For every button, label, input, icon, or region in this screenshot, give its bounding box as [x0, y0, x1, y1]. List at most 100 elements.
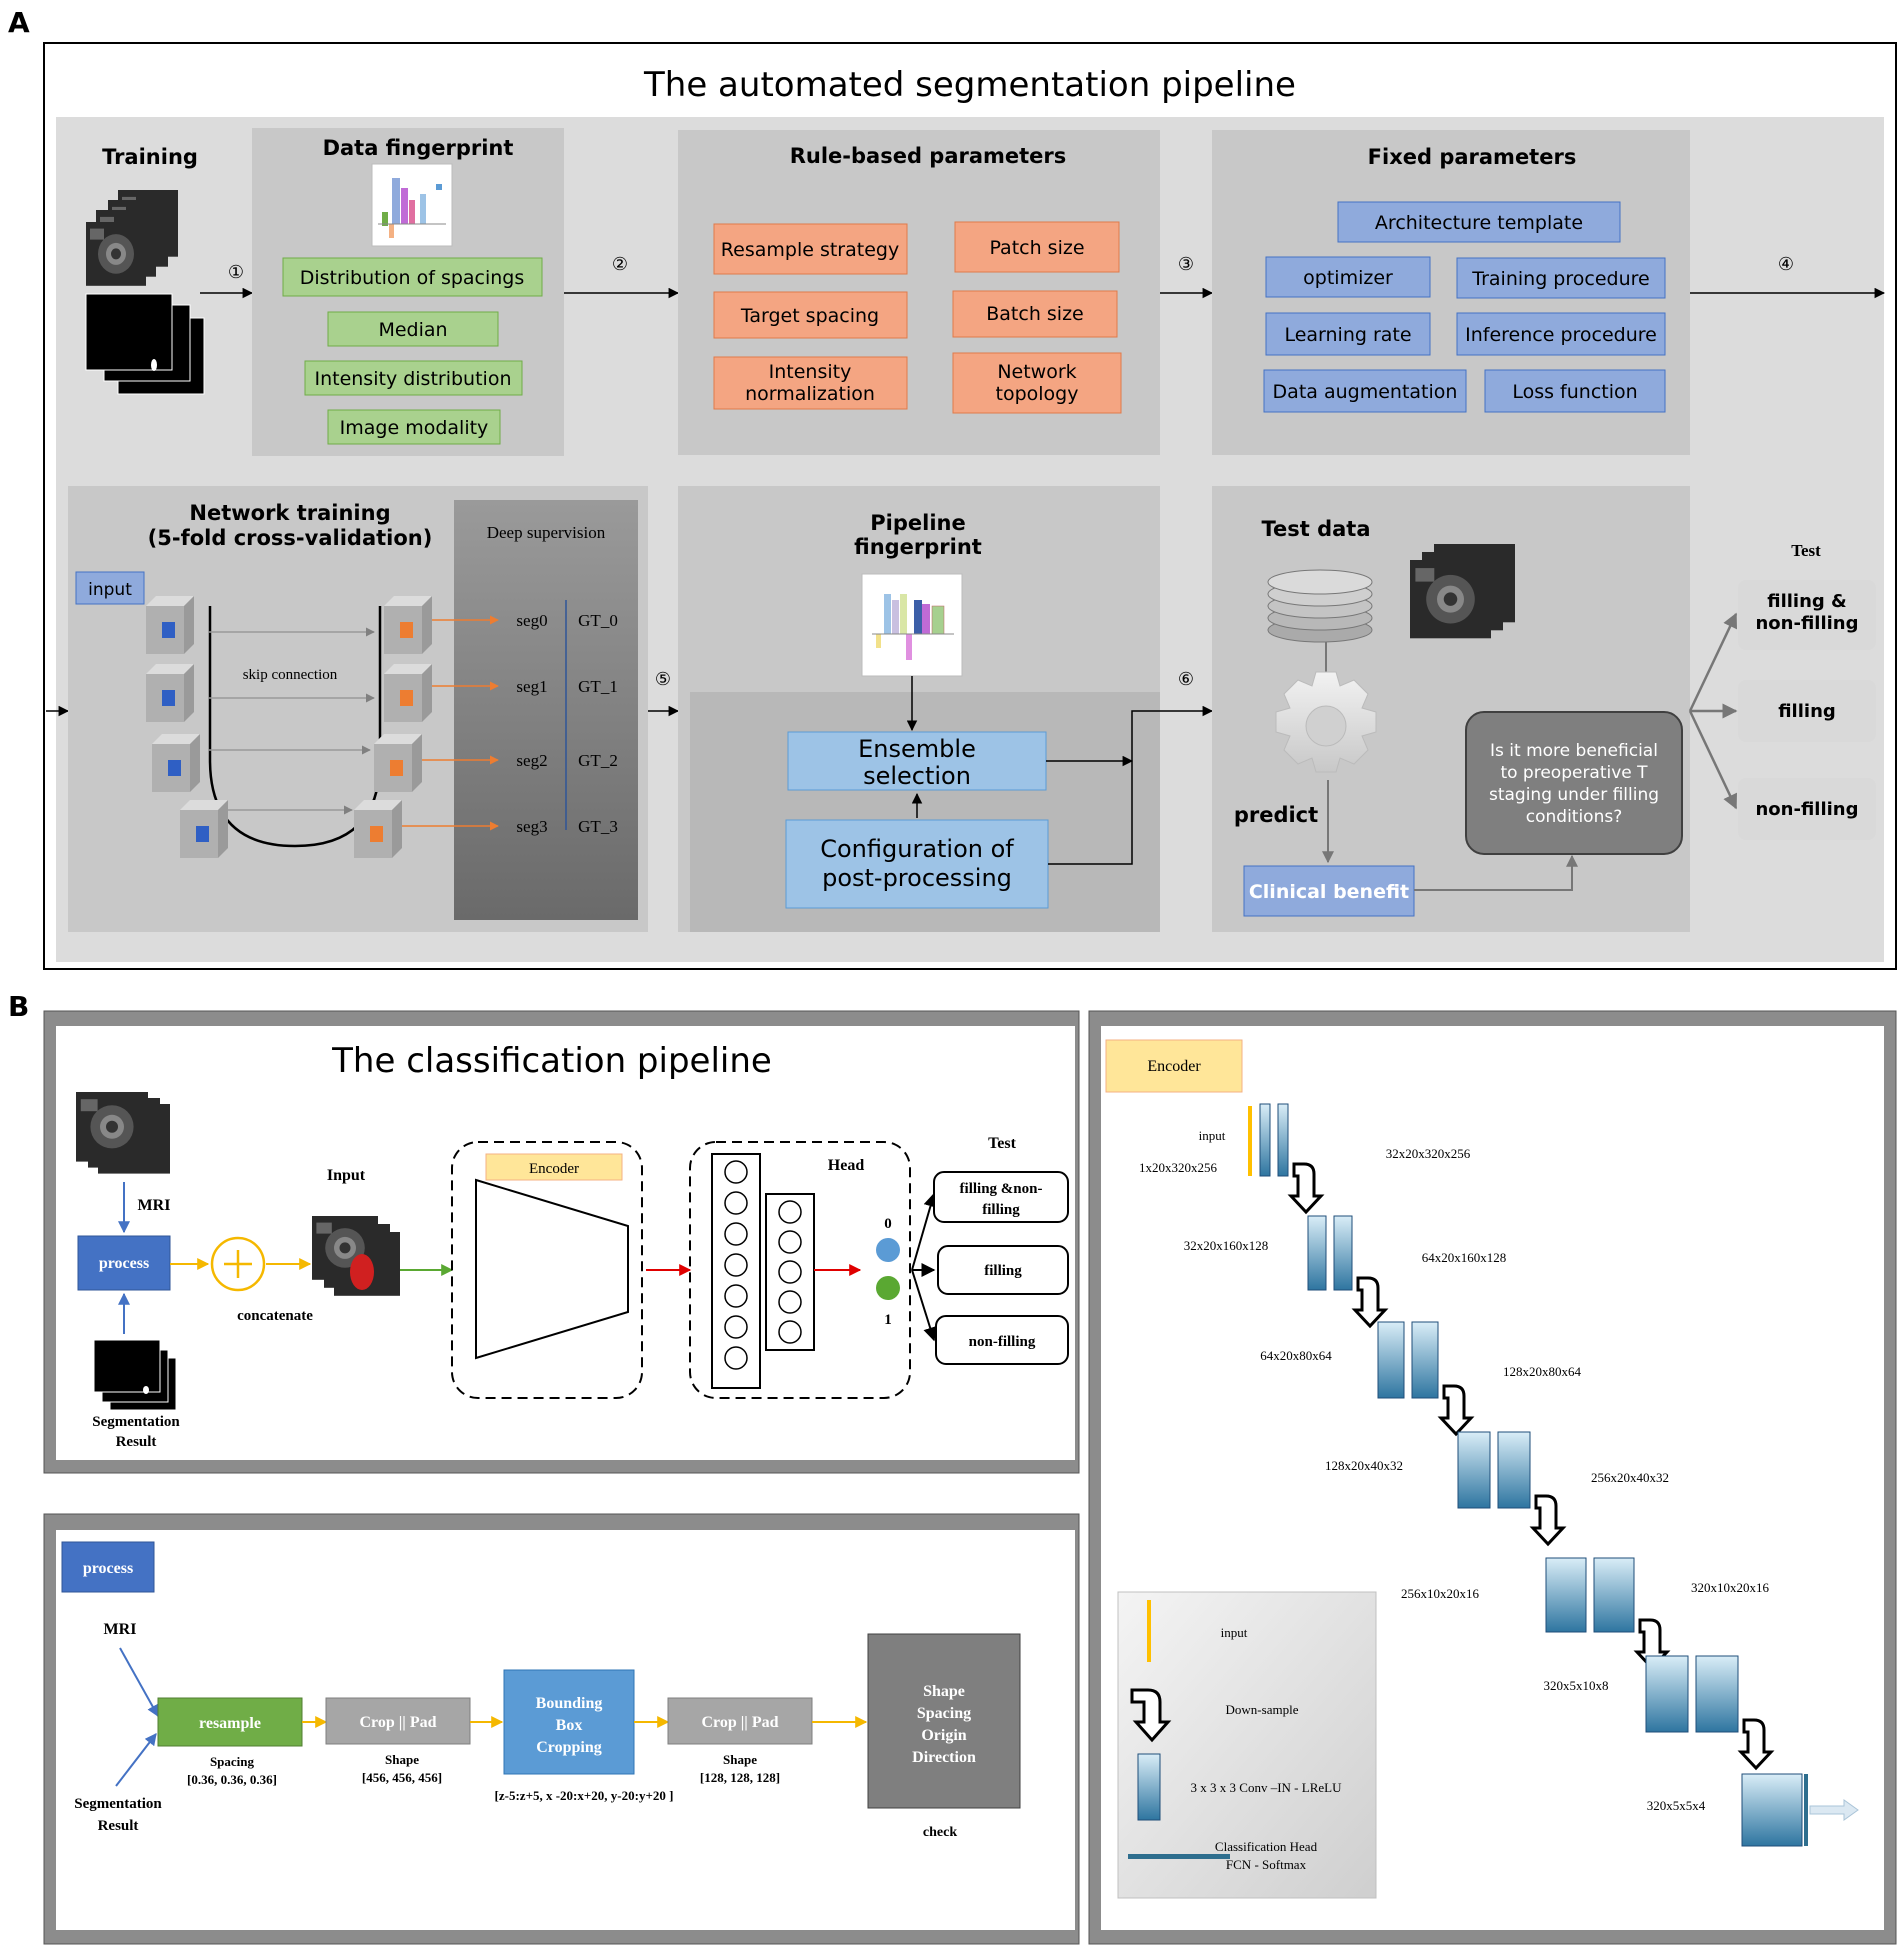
shape2-value: [128, 128, 128]	[700, 1770, 780, 1785]
encoder-dims: 1x20x320x256 32x20x320x256 32x20x160x128…	[1139, 1146, 1770, 1813]
param-intensity-normalization: Intensity normalization	[713, 356, 908, 410]
conv-block-0-1	[1277, 1103, 1289, 1177]
conv-block-5-0	[1645, 1655, 1689, 1733]
network-training-title-2: (5-fold cross-validation)	[148, 526, 433, 550]
encoder-title-tag: Encoder	[1105, 1039, 1243, 1093]
crop-pad-box-2: Crop || Pad	[667, 1697, 813, 1745]
dim-label-3: 64x20x160x128	[1422, 1250, 1507, 1265]
test-output-branches	[1688, 612, 1738, 810]
network-input-tag: input	[75, 571, 145, 605]
deep-supervision-panel	[454, 500, 638, 920]
dim-label-9: 320x10x20x16	[1691, 1580, 1770, 1595]
classification-input-label: Input	[327, 1167, 366, 1184]
conv-block-3-0	[1457, 1431, 1491, 1509]
svg-text:Clinical benefit: Clinical benefit	[1249, 881, 1409, 903]
svg-text:Direction: Direction	[912, 1749, 976, 1766]
fixed-optimizer: optimizer	[1265, 256, 1431, 298]
fingerprint-item-distribution: Distribution of spacings	[282, 257, 543, 297]
unet-u-curve	[208, 606, 382, 848]
svg-text:Configuration of: Configuration of	[820, 835, 1014, 863]
svg-text:staging under filling: staging under filling	[1489, 785, 1659, 805]
gt-label-1: GT_1	[578, 677, 618, 696]
fixed-learning-rate: Learning rate	[1265, 312, 1431, 356]
step6-label: ⑥	[1178, 669, 1194, 690]
fixed-training-procedure: Training procedure	[1456, 257, 1666, 299]
head-label: Head	[828, 1157, 865, 1174]
svg-text:filling: filling	[984, 1263, 1022, 1279]
test-mri-stack	[1410, 544, 1515, 639]
classification-output-branches	[911, 1192, 938, 1342]
step5-label: ⑤	[655, 669, 671, 690]
process-seg-label-2: Result	[98, 1818, 139, 1834]
input-image-stack	[312, 1216, 400, 1296]
crop-pad-box-1: Crop || Pad	[325, 1697, 471, 1745]
seg-label-1: seg1	[516, 677, 547, 696]
fixed-architecture-template: Architecture template	[1337, 201, 1621, 243]
fixed-loss-function: Loss function	[1484, 369, 1666, 413]
svg-text:Data augmentation: Data augmentation	[1273, 381, 1458, 403]
svg-text:process: process	[99, 1255, 149, 1272]
param-network-topology: Network topology	[952, 352, 1122, 414]
conv-block-1-1	[1333, 1215, 1353, 1291]
head-frame	[689, 1141, 911, 1399]
process-seg-arrow	[115, 1733, 157, 1787]
test-output-nonfilling: non-filling	[1738, 778, 1876, 840]
step2-label: ②	[612, 254, 628, 275]
svg-text:Learning rate: Learning rate	[1284, 324, 1411, 346]
svg-text:Network: Network	[997, 361, 1076, 383]
seg-arrows	[402, 615, 499, 831]
legend-conv-label: 3 x 3 x 3 Conv –IN - LReLU	[1191, 1780, 1343, 1795]
step3-label: ③	[1178, 254, 1194, 275]
final-conv-block	[1741, 1773, 1803, 1847]
line-config-out	[1048, 705, 1214, 865]
encoder-trapezoid	[475, 1178, 629, 1360]
bbox-range: [z-5:z+5, x -20:x+20, y-20:y+20 ]	[495, 1788, 674, 1803]
process-mri-arrow	[119, 1647, 159, 1718]
training-label: Training	[102, 145, 198, 169]
database-icon	[1267, 569, 1373, 643]
dim-label-7: 256x20x40x32	[1591, 1470, 1669, 1485]
svg-text:Image modality: Image modality	[340, 417, 489, 439]
test-output-filling: filling	[1738, 680, 1876, 742]
spacing-label: Spacing	[210, 1754, 255, 1769]
gear-icon	[1275, 671, 1377, 773]
svg-text:non-filling: non-filling	[1755, 799, 1858, 820]
fingerprint-item-intensity: Intensity distribution	[304, 360, 523, 396]
test-output-filling-nonfilling: filling & non-filling	[1738, 580, 1876, 650]
conv-block-4-1	[1593, 1557, 1635, 1633]
fingerprint-item-median: Median	[327, 311, 499, 347]
classification-encoder-frame	[451, 1141, 643, 1399]
fixed-inference-procedure: Inference procedure	[1456, 312, 1666, 356]
encoder-legend	[1117, 1591, 1377, 1899]
param-batch-size: Batch size	[952, 290, 1118, 338]
svg-text:Distribution of spacings: Distribution of spacings	[300, 267, 525, 289]
svg-text:Crop || Pad: Crop || Pad	[702, 1714, 779, 1731]
fixed-data-augmentation: Data augmentation	[1263, 369, 1467, 413]
predict-label: predict	[1234, 803, 1318, 827]
legend-input-bar	[1147, 1600, 1151, 1662]
classification-head-bar	[1804, 1774, 1808, 1846]
histogram-icon	[371, 163, 453, 247]
param-patch-size: Patch size	[954, 221, 1120, 273]
classification-title: The classification pipeline	[331, 1041, 772, 1081]
classification-seg-label-2: Result	[116, 1434, 157, 1450]
svg-text:input: input	[88, 580, 132, 600]
classification-mri-label: MRI	[138, 1197, 171, 1214]
panel-label-b: B	[8, 990, 29, 1023]
step1-label: ①	[228, 262, 244, 283]
svg-text:filling &: filling &	[1767, 591, 1847, 612]
dim-label-0: 1x20x320x256	[1139, 1160, 1218, 1175]
seg-label-0: seg0	[516, 611, 547, 630]
svg-text:normalization: normalization	[745, 383, 875, 405]
class-1-node	[876, 1276, 900, 1300]
svg-text:Architecture template: Architecture template	[1375, 212, 1583, 234]
svg-text:Is it more beneficial: Is it more beneficial	[1490, 741, 1658, 761]
test-label: Test	[1791, 541, 1821, 560]
dim-label-1: 32x20x320x256	[1386, 1146, 1471, 1161]
fixed-parameters-title: Fixed parameters	[1368, 145, 1577, 169]
bounding-box-cropping: Bounding Box Cropping	[503, 1669, 635, 1775]
process-mri-label: MRI	[104, 1621, 137, 1638]
classification-seg-label-1: Segmentation	[92, 1414, 180, 1430]
concatenate-icon	[210, 1236, 266, 1292]
svg-text:Ensemble: Ensemble	[858, 735, 976, 763]
